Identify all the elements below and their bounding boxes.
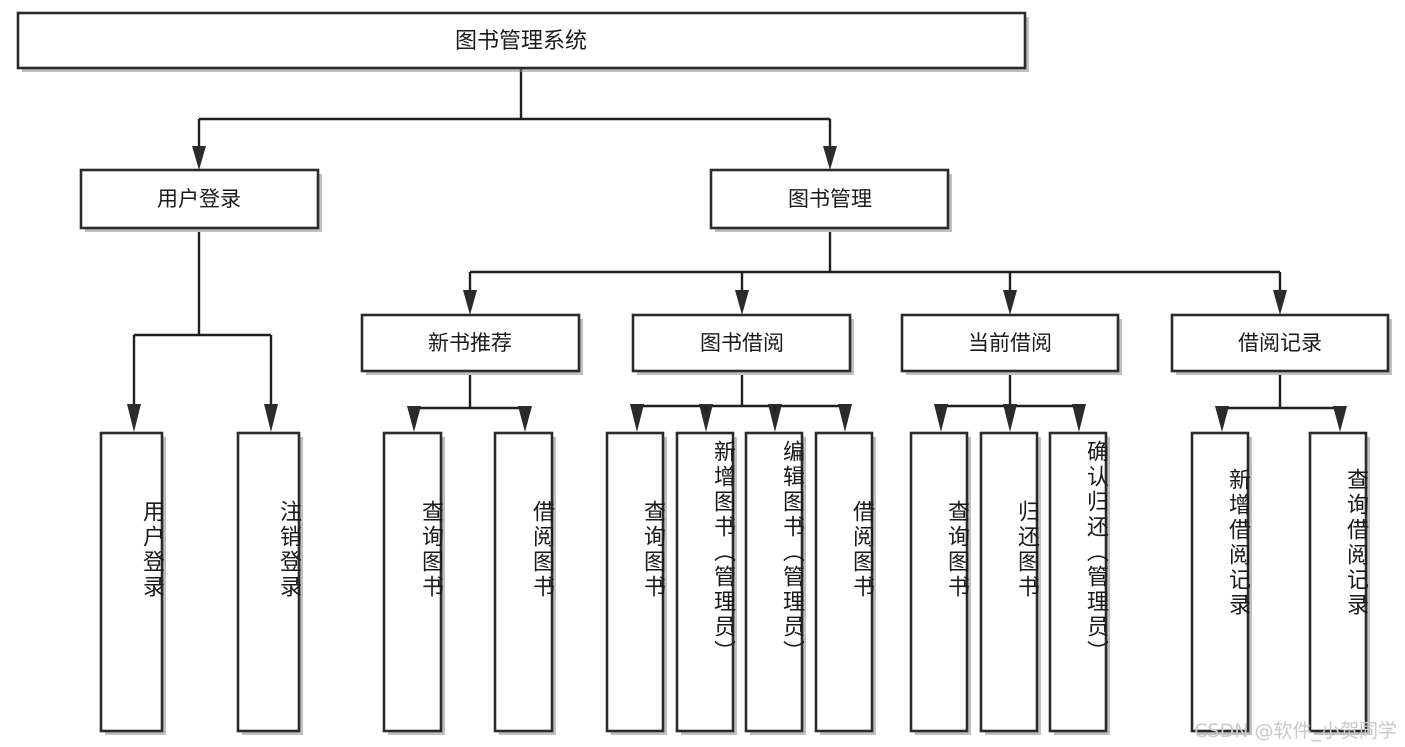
node-book-borrow-label: 图书借阅: [700, 331, 784, 355]
leaf-query-record-box[interactable]: [1308, 431, 1368, 733]
leaf-query-book-3-box[interactable]: [909, 431, 969, 733]
node-book-manage-box[interactable]: [709, 168, 950, 230]
arrow-head-icon: [630, 404, 644, 432]
arrow-head-icon: [838, 404, 852, 432]
arrow-head-icon: [518, 406, 532, 432]
arrow-head-icon: [407, 406, 421, 432]
arrow-head-icon: [1333, 406, 1347, 432]
arrow-head-icon: [1072, 404, 1086, 432]
leaf-return-book-box[interactable]: [979, 431, 1039, 733]
arrow-head-icon: [768, 404, 782, 432]
node-user-login-box[interactable]: [79, 168, 320, 230]
root-node-label: 图书管理系统: [455, 29, 587, 54]
leaf-user-login-box[interactable]: [99, 431, 164, 733]
node-user-login-label: 用户登录: [157, 187, 241, 211]
node-borrow-record-label: 借阅记录: [1238, 331, 1322, 355]
node-current-borrow-box[interactable]: [900, 313, 1120, 373]
node-new-book-recommend-box[interactable]: [360, 313, 581, 373]
node-borrow-record-box[interactable]: [1170, 313, 1390, 373]
leaf-query-book-2-box[interactable]: [605, 431, 665, 733]
arrow-head-icon: [463, 290, 477, 315]
leaf-add-record-box[interactable]: [1190, 431, 1250, 733]
arrow-head-icon: [192, 146, 206, 170]
node-book-manage-label: 图书管理: [788, 187, 872, 211]
arrow-head-icon: [823, 146, 837, 170]
leaf-add-book-box[interactable]: [675, 431, 735, 733]
node-new-book-recommend-label: 新书推荐: [428, 331, 512, 355]
arrow-head-icon: [127, 404, 141, 432]
root-node-box[interactable]: [16, 11, 1027, 70]
leaf-borrow-book-1-box[interactable]: [493, 431, 554, 733]
arrow-head-icon: [735, 290, 749, 315]
connector-layer: [127, 68, 1347, 432]
node-layer: 图书管理系统 用户登录 图书管理 新书推荐 图书借阅 当前借阅: [16, 11, 1392, 735]
arrow-head-icon: [264, 404, 278, 432]
node-current-borrow-label: 当前借阅: [968, 331, 1052, 355]
leaf-confirm-return-box[interactable]: [1048, 431, 1108, 733]
leaf-borrow-book-2-box[interactable]: [814, 431, 874, 733]
leaf-query-book-1-box[interactable]: [382, 431, 443, 733]
csdn-watermark: CSDN @软件_小贺同学: [1194, 720, 1397, 742]
leaf-edit-book-box[interactable]: [744, 431, 804, 733]
arrow-head-icon: [1215, 406, 1229, 432]
node-book-borrow-box[interactable]: [631, 313, 852, 373]
arrow-head-icon: [699, 404, 713, 432]
arrow-head-icon: [934, 404, 948, 432]
leaf-user-logout-box[interactable]: [236, 431, 301, 733]
arrow-head-icon: [1273, 290, 1287, 315]
arrow-head-icon: [1003, 290, 1017, 315]
arrow-head-icon: [1003, 404, 1017, 432]
